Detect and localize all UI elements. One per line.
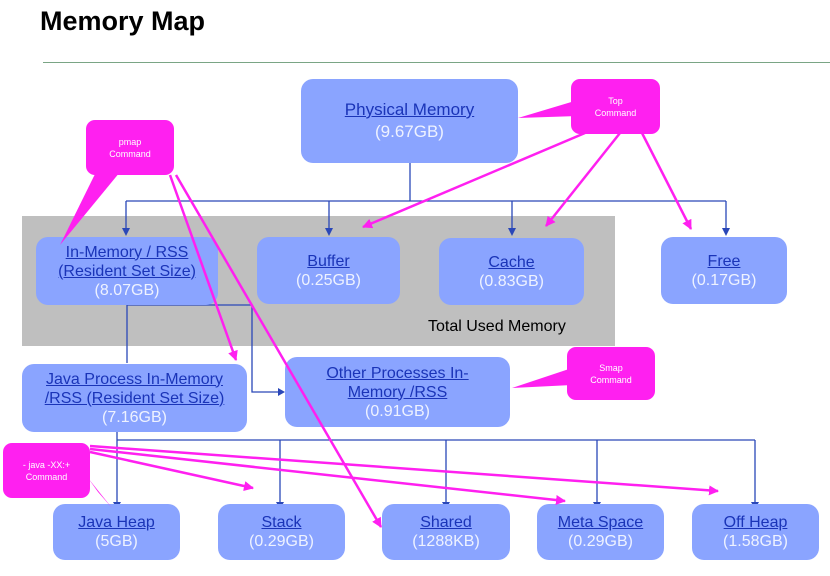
arrowhead-free	[722, 228, 730, 236]
node-buffer[interactable]: Buffer (0.25GB)	[257, 237, 400, 304]
node-java-heap[interactable]: Java Heap (5GB)	[53, 504, 180, 560]
node-java-process-rss-value: (7.16GB)	[102, 408, 167, 426]
callout-top-line2: Command	[594, 107, 637, 118]
node-shared-value: (1288KB)	[412, 533, 480, 550]
arrow-pmap-to-java-rss	[168, 174, 238, 361]
arrow-java-to-stack	[89, 450, 254, 491]
node-other-processes-rss[interactable]: Other Processes In- Memory /RSS (0.91GB)	[285, 357, 510, 427]
node-rss-value: (8.07GB)	[94, 281, 160, 299]
arrow-top-to-free	[640, 132, 693, 230]
node-buffer-label[interactable]: Buffer	[307, 252, 350, 270]
node-stack-label[interactable]: Stack	[261, 514, 302, 531]
node-free-label[interactable]: Free	[707, 252, 741, 270]
node-java-heap-label[interactable]: Java Heap	[78, 514, 155, 531]
node-rss-label-2[interactable]: (Resident Set Size)	[58, 262, 196, 280]
node-stack-value: (0.29GB)	[249, 533, 314, 550]
node-shared[interactable]: Shared (1288KB)	[382, 504, 510, 560]
arrow-java-to-meta	[89, 447, 566, 505]
arrowhead-rss	[122, 228, 130, 236]
smap-callout-tail	[512, 368, 572, 388]
arrowhead-cache	[508, 228, 516, 236]
callout-smap-command: Smap Command	[567, 347, 655, 400]
node-meta-space-value: (0.29GB)	[568, 533, 633, 550]
node-meta-space[interactable]: Meta Space (0.29GB)	[537, 504, 664, 560]
node-java-process-rss[interactable]: Java Process In-Memory /RSS (Resident Se…	[22, 364, 247, 432]
total-used-memory-label: Total Used Memory	[428, 318, 566, 335]
node-java-process-rss-label-2[interactable]: /RSS (Resident Set Size)	[44, 389, 225, 407]
title-divider	[43, 62, 830, 63]
node-shared-label[interactable]: Shared	[420, 514, 472, 531]
node-off-heap-label[interactable]: Off Heap	[723, 514, 788, 531]
connector-rss-bus	[127, 304, 278, 393]
arrow-pmap-to-shared	[174, 174, 383, 528]
arrow-java-to-offheap	[89, 444, 719, 496]
node-physical-memory-value: (9.67GB)	[375, 122, 444, 141]
page-title: Memory Map	[40, 6, 206, 36]
node-stack[interactable]: Stack (0.29GB)	[218, 504, 345, 560]
top-callout-tail	[518, 100, 578, 118]
node-java-heap-value: (5GB)	[95, 533, 138, 550]
callout-java-xx-command: - java -XX:+ Command	[3, 443, 90, 498]
arrowhead-other	[278, 388, 285, 396]
callout-top-command: Top Command	[571, 79, 660, 134]
node-physical-memory-label[interactable]: Physical Memory	[344, 100, 475, 119]
callout-smap-line2: Command	[590, 374, 632, 385]
arrow-top-to-cache	[545, 132, 621, 227]
node-rss[interactable]: In-Memory / RSS (Resident Set Size) (8.0…	[36, 237, 218, 305]
callout-pmap-line2: Command	[109, 148, 151, 159]
node-free[interactable]: Free (0.17GB)	[661, 237, 787, 304]
java-callout-tail	[88, 478, 112, 508]
callout-java-line1: - java -XX:+	[22, 459, 71, 470]
arrow-top-to-buffer	[362, 131, 586, 229]
node-free-value: (0.17GB)	[691, 271, 757, 289]
arrowhead-buffer	[325, 228, 333, 236]
node-other-processes-rss-value: (0.91GB)	[365, 402, 430, 420]
pmap-callout-tail	[60, 172, 120, 245]
callout-java-line2: Command	[25, 471, 68, 482]
node-off-heap-value: (1.58GB)	[723, 533, 788, 550]
callout-pmap-line1: pmap	[118, 136, 142, 147]
callout-pmap-command: pmap Command	[86, 120, 174, 175]
node-cache-value: (0.83GB)	[479, 272, 544, 290]
node-java-process-rss-label-1[interactable]: Java Process In-Memory	[46, 370, 223, 388]
node-meta-space-label[interactable]: Meta Space	[557, 514, 644, 531]
node-cache[interactable]: Cache (0.83GB)	[439, 238, 584, 305]
node-buffer-value: (0.25GB)	[296, 271, 361, 289]
node-other-processes-rss-label-1[interactable]: Other Processes In-	[326, 364, 469, 382]
callout-smap-line1: Smap	[599, 362, 623, 373]
node-cache-label[interactable]: Cache	[488, 253, 535, 271]
node-rss-label-1[interactable]: In-Memory / RSS	[65, 243, 189, 261]
node-off-heap[interactable]: Off Heap (1.58GB)	[692, 504, 819, 560]
node-physical-memory[interactable]: Physical Memory (9.67GB)	[301, 79, 518, 163]
callout-top-line1: Top	[608, 95, 623, 106]
node-other-processes-rss-label-2[interactable]: Memory /RSS	[347, 383, 448, 401]
